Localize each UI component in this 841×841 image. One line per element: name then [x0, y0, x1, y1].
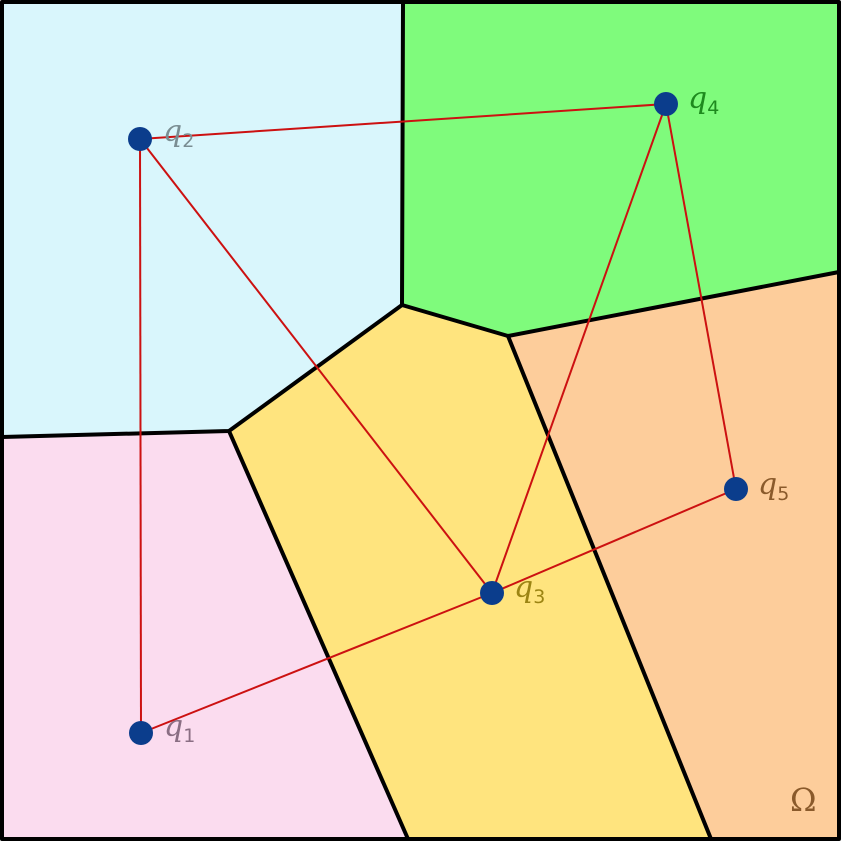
site-q4 [654, 92, 678, 116]
sites [128, 92, 748, 745]
site-label-base: q [514, 570, 533, 605]
edge-q2-q3 [139, 138, 493, 594]
site-label-q4: q4 [688, 81, 719, 119]
site-q3 [480, 581, 504, 605]
site-label-subscript: 3 [533, 586, 545, 608]
site-label-subscript: 4 [707, 97, 719, 119]
edge-q2-q4 [139, 103, 667, 140]
region-border [227, 429, 410, 841]
region-border [0, 270, 841, 439]
site-label-q3: q3 [514, 570, 545, 608]
site-label-q5: q5 [758, 467, 789, 505]
site-label-base: q [164, 709, 183, 744]
site-label-subscript: 1 [183, 725, 195, 747]
region-border [506, 334, 713, 841]
site-label-q2: q2 [163, 114, 194, 152]
edge-q3-q1 [140, 592, 493, 734]
region-q5 [508, 272, 839, 839]
edge-q5-q3 [491, 488, 737, 594]
site-q2 [128, 127, 152, 151]
site-label-base: q [163, 114, 182, 149]
site-q1 [129, 721, 153, 745]
site-label-subscript: 2 [182, 130, 194, 152]
domain-label: Ω [790, 781, 817, 819]
site-label-base: q [758, 467, 777, 502]
delaunay-edges [139, 103, 737, 734]
site-q5 [724, 477, 748, 501]
edge-q1-q2 [139, 138, 142, 734]
edge-q4-q3 [491, 103, 667, 594]
site-label-base: q [688, 81, 707, 116]
region-q4 [402, 2, 839, 336]
edge-q4-q5 [665, 103, 737, 490]
region-q1 [2, 431, 408, 839]
site-label-subscript: 5 [777, 483, 789, 505]
site-label-q1: q1 [164, 709, 195, 747]
region-border [400, 0, 405, 307]
